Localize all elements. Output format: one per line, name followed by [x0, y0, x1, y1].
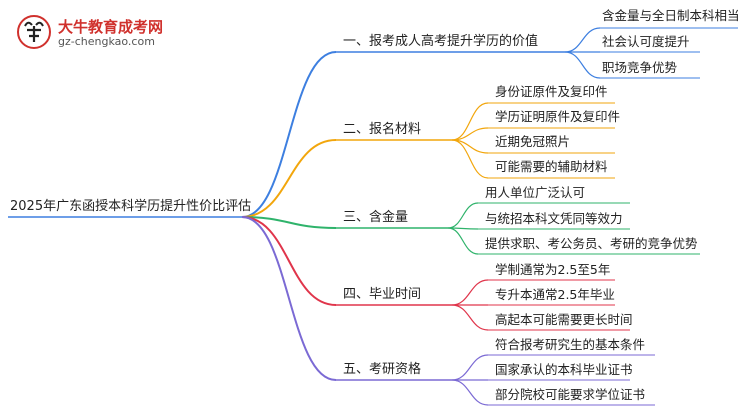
connector-line	[241, 51, 337, 218]
connector-line	[564, 27, 601, 53]
connector-line	[447, 202, 479, 229]
leaf-item: 社会认可度提升	[602, 34, 690, 49]
connector-line	[451, 304, 489, 331]
connector-line	[241, 139, 337, 218]
connector-line	[451, 139, 489, 179]
logo-title: 大牛教育成考网	[58, 18, 164, 36]
leaf-item: 身份证原件及复印件	[495, 84, 608, 99]
connector-line	[241, 216, 337, 229]
branch-postgrad-eligibility: 五、考研资格	[343, 362, 422, 377]
branch-gold-content: 三、含金量	[343, 210, 409, 225]
connector-line	[241, 216, 337, 381]
leaf-item: 提供求职、考公务员、考研的竞争优势	[485, 236, 698, 251]
leaf-item: 可能需要的辅助材料	[495, 159, 608, 174]
leaf-item: 专升本通常2.5年毕业	[495, 287, 615, 302]
connector-line	[447, 227, 479, 255]
connector-line	[564, 51, 601, 79]
leaf-item: 学制通常为2.5至5年	[495, 262, 611, 277]
connector-line	[241, 216, 337, 306]
leaf-item: 含金量与全日制本科相当	[602, 8, 740, 23]
leaf-item: 符合报考研究生的基本条件	[495, 337, 646, 352]
connector-line	[451, 279, 489, 306]
leaf-item: 高起本可能需要更长时间	[495, 312, 633, 327]
connector-line	[451, 379, 489, 406]
branch-materials: 二、报名材料	[343, 122, 422, 137]
site-logo[interactable]: 大牛教育成考网 gz-chengkao.com	[16, 14, 176, 54]
leaf-item: 学历证明原件及复印件	[495, 109, 621, 124]
leaf-item: 近期免冠照片	[495, 134, 571, 149]
leaf-item: 职场竞争优势	[602, 60, 678, 75]
connector-line	[451, 102, 489, 141]
branch-value: 一、报考成人高考提升学历的价值	[343, 34, 539, 49]
branch-graduation-time: 四、毕业时间	[343, 287, 422, 302]
leaf-item: 用人单位广泛认可	[485, 185, 586, 200]
leaf-item: 国家承认的本科毕业证书	[495, 362, 633, 377]
root-topic: 2025年广东函授本科学历提升性价比评估	[10, 199, 252, 214]
logo-bull-icon	[17, 15, 51, 49]
leaf-item: 部分院校可能要求学位证书	[495, 387, 646, 402]
leaf-item: 与统招本科文凭同等效力	[485, 211, 623, 226]
logo-url: gz-chengkao.com	[58, 35, 155, 48]
connector-line	[451, 354, 489, 381]
